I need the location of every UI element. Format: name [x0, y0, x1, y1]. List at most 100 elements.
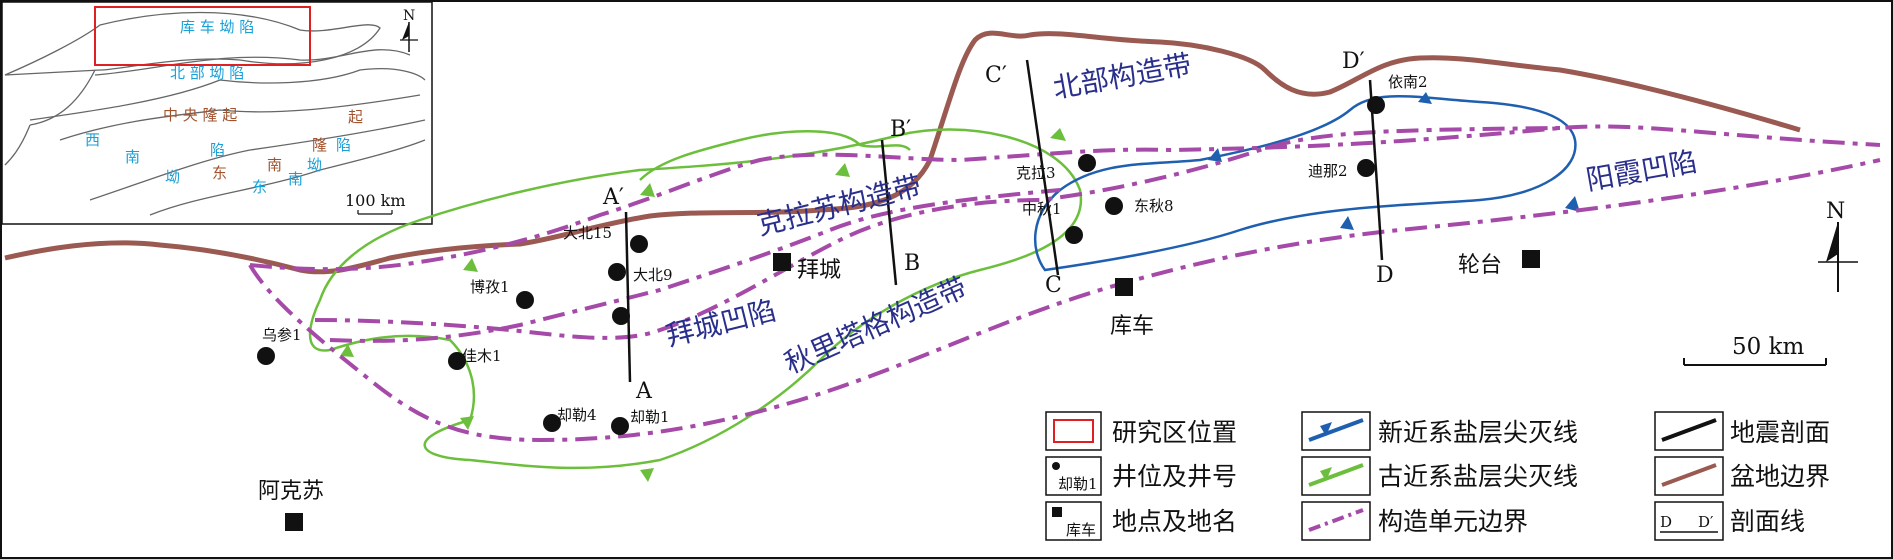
well-dot-icon [612, 307, 630, 325]
well-label: 却勒4 [557, 406, 597, 424]
legend-background [1040, 408, 1890, 556]
neogene-salt-tooth-icon [1340, 216, 1354, 230]
unit-boundary-lines [248, 124, 1881, 443]
inset-boundary-line [4, 69, 96, 166]
well-dot-icon [1052, 462, 1060, 470]
well-label: 乌参1 [262, 326, 302, 344]
legend-sample: D′ [1698, 513, 1714, 531]
inset-unit-label: 北 部 坳 陷 [170, 64, 244, 82]
paleogene-salt-tooth-icon [1320, 467, 1332, 481]
legend-label: 研究区位置 [1112, 418, 1237, 447]
inset-study-area-box [94, 6, 311, 66]
legend-label: 地点及地名 [1112, 507, 1237, 536]
svg-text:N: N [1826, 199, 1845, 224]
well-dot-icon [1078, 154, 1096, 172]
well-label: 迪那2 [1308, 162, 1348, 180]
inset-unit-label: 中 央 隆 起 [163, 106, 237, 124]
scale-bar: 50 km [1683, 334, 1827, 366]
well-markers [257, 96, 1385, 435]
svg-text:N: N [403, 8, 415, 24]
inset-unit-label: 陷 [210, 141, 225, 159]
legend-sample: 库车 [1066, 521, 1096, 539]
section-label: C′ [985, 63, 1007, 88]
inset-unit-label: 南 [288, 170, 303, 188]
legend-label: 构造单元边界 [1378, 507, 1528, 536]
legend-label: 新近系盐层尖灭线 [1378, 418, 1578, 447]
structural-unit-label: 阳霞凹陷 [1583, 145, 1699, 197]
paleogene-salt-tooth-icon [340, 344, 354, 357]
inset-boundary-line [29, 68, 426, 121]
well-dot-icon [608, 263, 626, 281]
inset-boundary-line [4, 11, 381, 76]
well-dot-icon [543, 414, 561, 432]
neogene-salt-tooth-icon [1208, 148, 1222, 162]
neogene-salt-icon [1308, 418, 1364, 442]
unit-boundary-icon [1308, 508, 1364, 532]
structural-unit-label: 北部构造带 [1050, 48, 1194, 105]
inset-unit-label: 库 车 坳 陷 [180, 18, 254, 36]
section-label: A′ [602, 185, 624, 210]
section-label: B′ [890, 117, 911, 142]
well-label: 大北9 [633, 266, 673, 284]
place-square-icon [773, 253, 791, 271]
legend-symbol-box [1045, 411, 1102, 451]
well-dot-icon [257, 347, 275, 365]
well-dot-icon [1367, 96, 1385, 114]
place-square-icon [1115, 278, 1133, 296]
well-label: 中秋1 [1022, 200, 1062, 218]
place-square-icon [285, 513, 303, 531]
inset-unit-label: 南 [267, 156, 282, 174]
inset-unit-label: 坳 [307, 156, 322, 174]
paleogene-salt-tooth-icon [463, 258, 478, 272]
well-label: 博孜1 [470, 278, 510, 296]
neogene-salt-tooth-icon [1418, 92, 1432, 104]
section-label: A [635, 379, 653, 404]
place-label: 拜城 [797, 258, 841, 283]
place-square-icon [1052, 507, 1062, 517]
well-label: 依南2 [1388, 73, 1428, 91]
paleogene-salt-tooth-icon [835, 163, 850, 177]
structural-unit-label: 秋里塔格构造带 [779, 271, 971, 381]
neogene-salt-line [1033, 95, 1577, 272]
paleogene-salt-tooth-icon [640, 468, 654, 482]
inset-unit-label: 南 [125, 148, 140, 166]
inset-boundary-line [59, 94, 421, 141]
inset-unit-label: 东 [212, 164, 227, 182]
legend-label: 地震剖面 [1730, 418, 1830, 447]
well-label: 大北15 [563, 224, 612, 242]
inset-boundary-line [149, 139, 426, 216]
well-label: 却勒1 [630, 408, 670, 426]
seismic-line-icon [1661, 418, 1717, 442]
place-label: 阿克苏 [258, 479, 324, 504]
place-square-icon [1522, 250, 1540, 268]
legend-label: 剖面线 [1730, 507, 1805, 536]
inset-unit-label: 西 [85, 131, 100, 149]
well-label: 佳木1 [462, 347, 502, 365]
place-label: 轮台 [1458, 253, 1502, 278]
legend-sample: 却勒1 [1058, 475, 1098, 493]
legend-label: 古近系盐层尖灭线 [1378, 462, 1578, 491]
well-dot-icon [1357, 159, 1375, 177]
paleogene-salt-tooth-icon [640, 183, 655, 197]
inset-unit-label: 坳 [165, 168, 180, 186]
section-label: D [1376, 263, 1394, 288]
legend-symbol-box [1654, 501, 1724, 541]
paleogene-salt-tooth-icon [460, 416, 474, 430]
basin-boundary-icon [1661, 463, 1717, 487]
svg-text:100 km: 100 km [345, 191, 406, 210]
inset-unit-label: 隆 [312, 136, 327, 154]
inset-unit-label: 东 [252, 178, 267, 196]
svg-text:50 km: 50 km [1732, 334, 1805, 360]
well-label: 克拉3 [1016, 164, 1056, 182]
well-dot-icon [516, 291, 534, 309]
inset-boundary-line [89, 119, 426, 201]
section-label: B [904, 251, 920, 276]
inset-map: 库 车 坳 陷 北 部 坳 陷 中 央 隆 起 起 隆 陷 西 南 陷 坳 南 … [1, 1, 433, 225]
north-arrow-icon: N [1818, 199, 1858, 292]
neogene-salt-tooth-icon [1320, 422, 1332, 436]
inset-boundary-line [94, 49, 411, 76]
inset-unit-label: 陷 [336, 136, 351, 154]
section-label: D′ [1342, 49, 1365, 74]
